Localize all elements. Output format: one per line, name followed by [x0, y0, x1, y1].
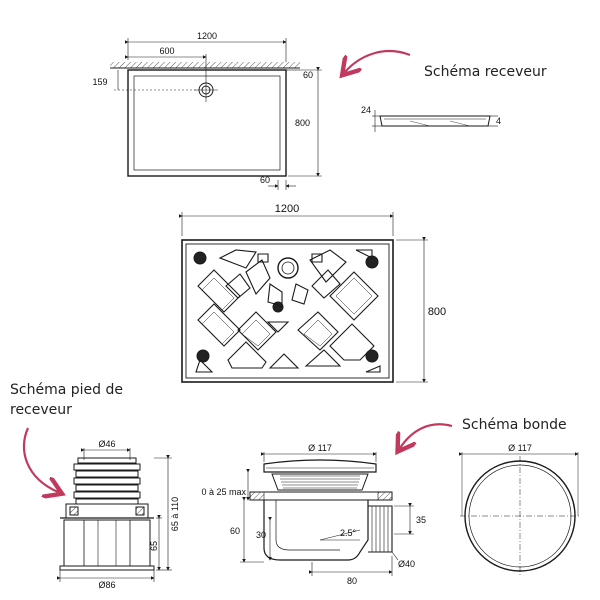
- plan-wall-gap-label: 60: [303, 70, 313, 80]
- caption-pied-line2: receveur: [10, 402, 72, 418]
- bonde-top-drawing: [459, 452, 580, 576]
- plan-depth-label: 800: [295, 118, 310, 128]
- caption-schema-bonde: Schéma bonde: [462, 415, 567, 435]
- bonde-pointer-arrow: [400, 423, 453, 448]
- bonde-clearance-label: 0 à 25 max: [201, 487, 246, 497]
- pied-base-diameter-label: Ø86: [98, 580, 115, 590]
- side-height-label: 24: [361, 105, 371, 115]
- underside-view: [179, 212, 428, 383]
- caption-bonde-text: Schéma bonde: [462, 417, 567, 433]
- plan-half-width-label: 600: [159, 46, 174, 56]
- bonde-outlet-35-label: 35: [416, 515, 426, 525]
- tray-inner: [133, 75, 281, 171]
- bonde-section-drawing: [240, 452, 414, 576]
- underside-depth-label: 800: [428, 306, 446, 318]
- bonde-slope-label: 2.5°: [340, 528, 357, 538]
- pied-base-height-label: 65: [149, 541, 159, 551]
- caption-schema-receveur: Schéma receveur: [424, 62, 547, 82]
- wall-hatch: [110, 62, 300, 68]
- bonde-outlet-diameter-label: Ø40: [398, 559, 415, 569]
- caption-pied-line1: Schéma pied de: [10, 382, 123, 398]
- side-edge-label: 4: [496, 116, 501, 126]
- receveur-pointer-arrow: [345, 50, 411, 72]
- bonde-cover-diameter-label: Ø 117: [308, 443, 332, 453]
- plan-width-label: 1200: [197, 31, 217, 41]
- underside-width-label: 1200: [275, 203, 299, 215]
- receveur-plan-view: [110, 38, 322, 190]
- caption-schema-pied: Schéma pied de receveur: [10, 380, 123, 420]
- pied-pointer-arrow: [22, 427, 58, 492]
- bonde-height-30-label: 30: [256, 530, 266, 540]
- plan-drain-offset-label: 159: [92, 77, 107, 87]
- bonde-top-diameter-label: Ø 117: [508, 443, 532, 453]
- caption-receveur-text: Schéma receveur: [424, 64, 547, 80]
- tray-outline: [127, 69, 287, 177]
- pied-top-diameter-label: Ø46: [98, 439, 115, 449]
- plan-bottom-gap-label: 60: [260, 175, 270, 185]
- pied-height-range-label: 65 à 110: [170, 497, 180, 531]
- bonde-length-80-label: 80: [347, 576, 357, 586]
- bonde-height-60-label: 60: [230, 526, 240, 536]
- pied-drawing: [57, 448, 172, 582]
- receveur-side-view: [372, 110, 498, 132]
